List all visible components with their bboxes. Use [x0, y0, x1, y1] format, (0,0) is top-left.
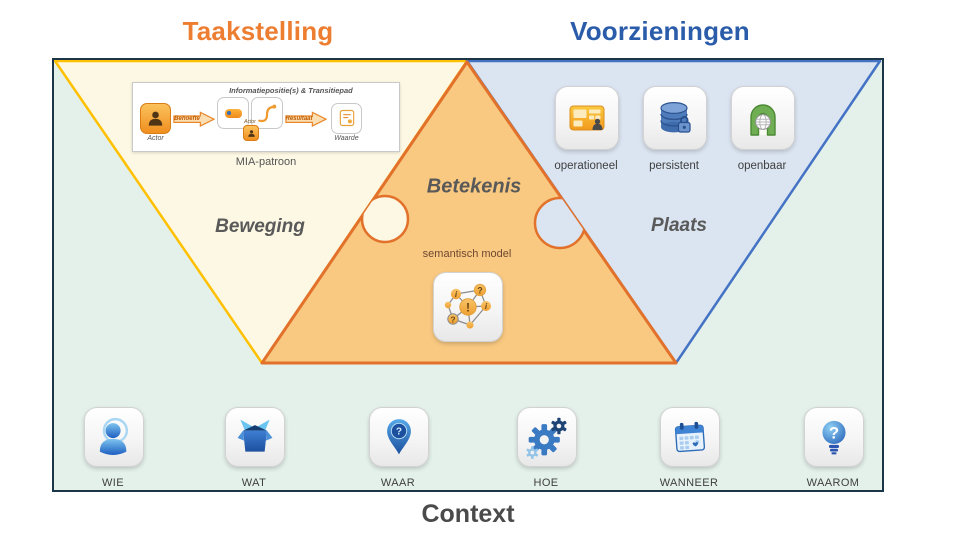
- mia-actor: Actor: [140, 102, 171, 142]
- hoe-label: HOE: [533, 477, 559, 489]
- open-box-icon: [237, 419, 273, 452]
- plaats-label: Plaats: [651, 215, 707, 236]
- context-title: Context: [421, 500, 515, 528]
- location-pin-question-icon: ?: [387, 419, 411, 455]
- mia-waarde: Waarde: [331, 102, 362, 142]
- wie-tile: [84, 407, 144, 467]
- puzzle-notch-left: [360, 194, 410, 244]
- waarde-icon: [331, 102, 362, 134]
- waarde-label: Waarde: [334, 134, 359, 142]
- operationeel-label: operationeel: [554, 160, 618, 172]
- actor-label: Actor: [147, 134, 164, 142]
- semantisch-model-label: semantisch model: [422, 248, 512, 260]
- voorzieningen-title: Voorzieningen: [570, 16, 750, 46]
- operationeel-tile: [555, 86, 619, 150]
- taakstelling-title: Taakstelling: [182, 16, 334, 46]
- behoefte-arrow: Behoefte: [173, 111, 215, 128]
- calendar-icon: [674, 421, 706, 453]
- betekenis-label: Betekenis: [426, 175, 522, 198]
- lightbulb-question-icon: ?: [822, 420, 846, 455]
- informatiepositie-icon: [217, 97, 249, 129]
- behoefte-label: Behoefte: [174, 115, 200, 122]
- diagram-board: Informatiepositie(s) & Transitiepad Acto…: [52, 58, 884, 492]
- openbaar-label: openbaar: [737, 160, 787, 172]
- persistent-label: persistent: [649, 160, 699, 172]
- arrow-right-icon: [173, 111, 215, 128]
- waar-tile: ?: [369, 407, 429, 467]
- mia-inset-title: Informatiepositie(s) & Transitiepad: [229, 86, 353, 95]
- small-actor-label: Actor: [244, 119, 256, 125]
- resultaat-arrow: Resultaat: [285, 111, 327, 128]
- svg-text:?: ?: [477, 286, 483, 296]
- svg-text:?: ?: [396, 427, 402, 438]
- informatiepositie-transitiepad: Actor: [217, 92, 283, 144]
- actor-icon: [140, 102, 171, 134]
- svg-text:!: !: [466, 301, 470, 315]
- semantisch-model-tile: i ? i ? !: [433, 272, 503, 342]
- dashboard-card-icon: [569, 105, 605, 131]
- wanneer-tile: [660, 407, 720, 467]
- waarom-tile: ?: [804, 407, 864, 467]
- gears-icon: [526, 417, 567, 459]
- hoe-tile: [517, 407, 577, 467]
- resultaat-label: Resultaat: [285, 115, 313, 122]
- wat-label: WAT: [241, 477, 267, 489]
- wat-tile: [225, 407, 285, 467]
- svg-text:i: i: [455, 290, 458, 299]
- gateway-globe-icon: [750, 104, 776, 136]
- mia-caption: MIA-patroon: [235, 156, 297, 168]
- waarom-label: WAAROM: [806, 477, 860, 489]
- database-lock-icon: [660, 102, 691, 133]
- wie-label: WIE: [102, 477, 124, 489]
- transitiepad-icon: [251, 97, 283, 129]
- semantic-network-icon: i ? i ? !: [444, 283, 491, 329]
- wanneer-label: WANNEER: [659, 477, 719, 489]
- svg-text:?: ?: [450, 315, 455, 325]
- svg-text:?: ?: [829, 424, 839, 442]
- beweging-label: Beweging: [215, 216, 305, 237]
- svg-text:i: i: [485, 302, 488, 311]
- openbaar-tile: [731, 86, 795, 150]
- mia-pattern-inset: Informatiepositie(s) & Transitiepad Acto…: [132, 82, 400, 152]
- person-icon: [99, 417, 129, 455]
- arrow-right-icon: [285, 111, 327, 128]
- waar-label: WAAR: [380, 477, 416, 489]
- persistent-tile: [643, 86, 707, 150]
- small-actor-icon: [243, 125, 259, 141]
